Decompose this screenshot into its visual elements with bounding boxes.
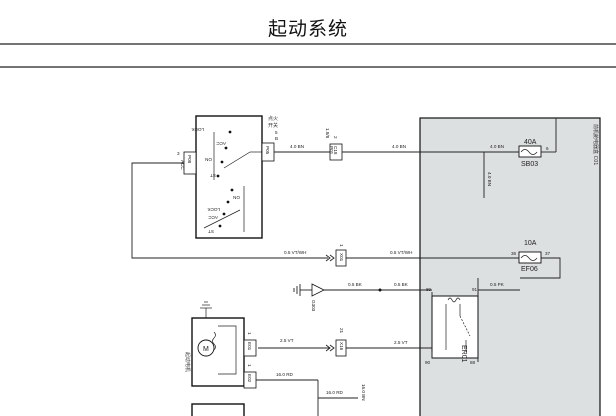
ground-g303 [293,283,325,297]
fuse-ef06 [518,251,542,264]
ground-g303-label: G303 [311,300,316,312]
ignition-pin-terminal-no: 5 [275,130,278,135]
wire-vt-1-label: 2.5 VT [280,338,294,343]
page-title: 起动系统 [267,18,348,40]
connector-e01-pin-a: 1 [247,332,252,335]
connector-x01-pin-b: X01 [339,253,344,262]
starter-side-label: 起动电机 [184,352,191,372]
connector-c18-pin-b: C18 [333,146,338,155]
wire-rd-2-label: 16.0 RD [326,390,344,395]
connector-c18-pin-d: 1.8/8 [325,128,330,139]
fuse-ef06-pin-in: 36 [511,251,517,256]
relay-pin-88: 88 [470,360,476,365]
wire-bk-1-label: 0.5 BK [348,282,363,287]
wire-vt-wh-2-label: 0.5 VT/WH [390,250,412,255]
switch-pos-st-lower: ST [208,229,214,234]
fuse-ef06-pin-out: 37 [545,251,551,256]
ignition-switch [195,115,263,239]
fuse-ef06-rating: 10A [524,240,537,247]
wire-vt-2-label: 2.5 VT [394,340,408,345]
starter-motor-letter: M [203,346,209,353]
connector-c18-pin-c: P01 [329,146,334,155]
relay-pin-90: 90 [425,360,431,365]
wire-pk-label: 0.5 PK [490,282,505,287]
wire-rd-1-label: 16.0 RD [276,372,294,377]
relay-name: ER01 [460,345,467,363]
lower-component [191,403,245,416]
wire-bk-2-label: 0.5 BK [394,282,409,287]
connector-e01-pin-b: E01 [247,342,252,351]
wire-vt-wh-1-label: 0.5 VT/WH [284,250,306,255]
fuse-box [419,117,601,416]
ignition-pin-terminal: B [275,136,278,141]
ignition-switch-side-label-2: 开关 [268,122,278,129]
fuse-ef06-name: EF06 [521,266,538,273]
ignition-left-connector: P08 [187,155,192,164]
switch-pos-st: ST [210,173,216,178]
switch-pos-on: ON [205,157,212,162]
relay-pin-91: 91 [472,287,478,292]
connector-e02-pin-b: E02 [247,374,252,383]
wire-bn-1-label: 4.0 BN [290,144,304,149]
switch-pos-on-lower: ON [233,195,240,200]
ignition-switch-contacts-upper: LOCK ACC ON ST [191,127,262,180]
wire-bn-vertical-label: 4.0 BN [487,172,492,186]
wire-bn-3-label: 4.0 BN [490,144,504,149]
wire-bn-2-label: 4.0 BN [392,144,406,149]
starter-motor-symbol [197,339,215,357]
fuse-sb03-rating: 40A [524,139,537,146]
connector-x01-pin-a: 1 [339,244,344,247]
connector-x16-pin-a: 21 [339,328,344,334]
ignition-connector-p05-label: P05 [265,146,270,155]
switch-pos-acc: ACC [216,141,226,146]
fuse-sb03 [518,145,542,158]
fuse-sb03-pin: 6 [546,146,549,151]
ignition-switch-contacts-lower: ON LOCK ACC ST [203,186,245,234]
switch-pos-lock: LOCK [191,127,204,132]
ignition-switch-side-label-1: 点火 [268,116,278,122]
connector-e01 [243,339,257,357]
connector-c18-pin-a: 2 [333,136,338,139]
connector-e02-pin-a: 1 [247,364,252,367]
fuse-box-label: 前机舱电器盒 C01 [592,124,599,165]
connector-x16-pin-b: X16 [339,342,344,351]
relay-pin-89: 89 [426,287,432,292]
wire-rd-vertical-label: 16.0 BN [361,384,366,401]
fuse-sb03-name: SB03 [521,161,538,168]
switch-pos-acc-lower: ACC [208,215,218,220]
ignition-left-pin-no: 3 [177,151,180,156]
relay-er01 [431,295,479,359]
ignition-left-pin-label: ACC [180,160,185,170]
switch-pos-lock-lower: LOCK [207,207,220,212]
